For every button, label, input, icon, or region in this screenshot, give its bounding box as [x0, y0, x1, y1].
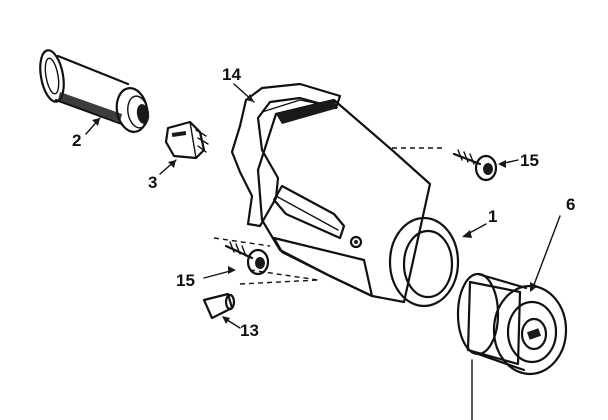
part-3-nozzle	[164, 120, 209, 160]
callout-14: 14	[222, 65, 241, 84]
part-15-screw-upper	[452, 149, 498, 182]
part-15-screw-lower	[224, 241, 270, 276]
part-13-set-screw	[202, 292, 236, 320]
callout-2: 2	[72, 131, 81, 150]
leader-lines	[85, 83, 561, 329]
callout-1: 1	[488, 207, 497, 226]
callout-labels: 2 3 14 15 1 6 15 13	[72, 65, 575, 340]
part-2-handle	[39, 49, 150, 133]
callout-3: 3	[148, 173, 157, 192]
callout-6: 6	[566, 195, 575, 214]
callout-13: 13	[240, 321, 259, 340]
callout-15-lower: 15	[176, 271, 195, 290]
assembly-lines	[213, 147, 473, 420]
callout-15-upper: 15	[520, 151, 539, 170]
part-6-coupling	[456, 272, 568, 376]
part-1-body	[256, 98, 460, 308]
